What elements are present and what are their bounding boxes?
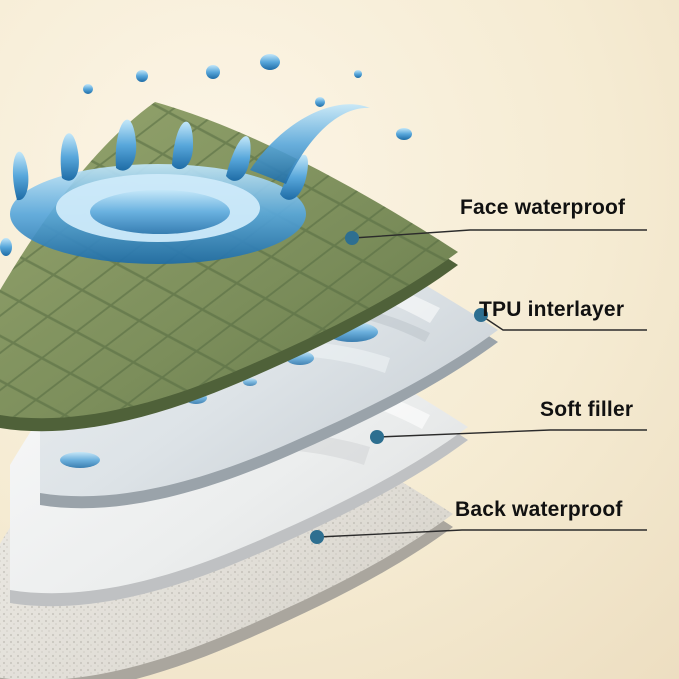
callout-line-face: [352, 229, 647, 239]
water-splash: [0, 54, 412, 264]
callout-dot: [345, 231, 359, 245]
callout-dot: [474, 308, 488, 322]
label-tpu-interlayer: TPU interlayer: [479, 298, 625, 321]
label-back-waterproof: Back waterproof: [455, 498, 623, 521]
callout-dot: [310, 530, 324, 544]
label-face-waterproof: Face waterproof: [460, 196, 626, 219]
callout-dot: [370, 430, 384, 444]
callout-line-filler: [377, 429, 647, 438]
callout-dots: [310, 231, 488, 544]
label-soft-filler: Soft filler: [540, 398, 634, 421]
callout-line-back: [317, 529, 647, 538]
callouts: [317, 229, 647, 538]
callout-line-tpu: [481, 315, 647, 331]
